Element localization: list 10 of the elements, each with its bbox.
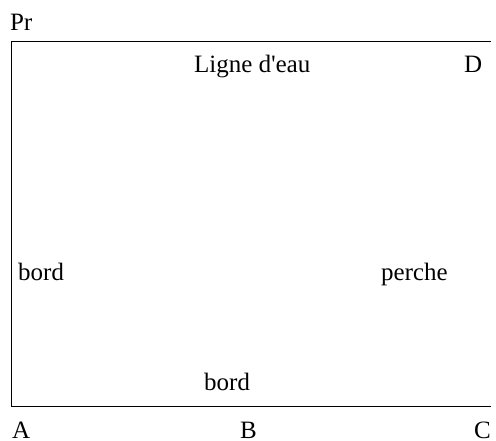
corner-label: A	[12, 418, 30, 441]
side-label: bord	[18, 260, 64, 285]
title-label: Pr	[10, 10, 32, 35]
pole-label: perche	[381, 260, 448, 285]
corner-label: C	[474, 418, 491, 441]
corner-label: D	[464, 52, 482, 77]
side-label: bord	[204, 370, 250, 395]
pool-outline	[11, 41, 491, 407]
water-line-label: Ligne d'eau	[194, 52, 310, 77]
corner-label: B	[240, 418, 257, 441]
